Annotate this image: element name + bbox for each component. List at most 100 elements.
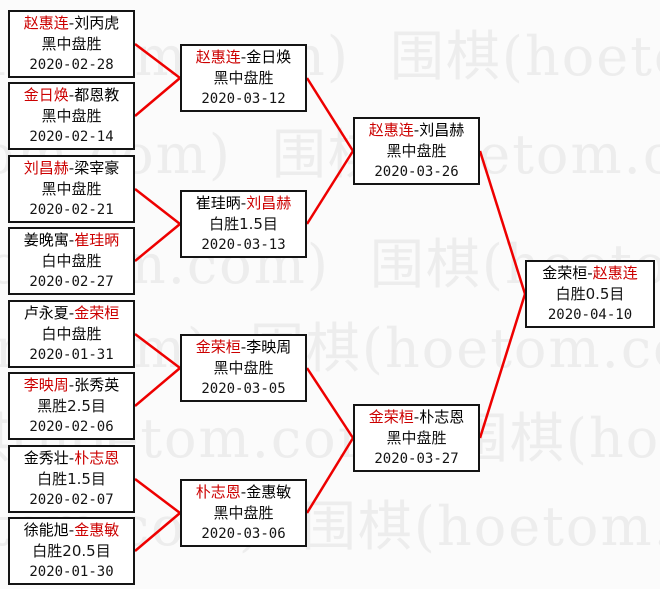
separator: - bbox=[68, 520, 75, 539]
match-box-qf-4: 朴志恩-金惠敏 黑中盘胜 2020-03-06 bbox=[180, 479, 307, 547]
match-date: 2020-03-27 bbox=[374, 450, 459, 467]
match-players: 李映周-张秀英 bbox=[24, 375, 119, 396]
match-box-sf-2: 金荣桓-朴志恩 黑中盘胜 2020-03-27 bbox=[353, 404, 480, 472]
player-name: 都恩教 bbox=[74, 85, 120, 104]
player-name: 刘昌赫 bbox=[23, 158, 69, 177]
match-box-r16-2: 金日焕-都恩教 黑中盘胜 2020-02-14 bbox=[8, 82, 135, 150]
match-date: 2020-02-07 bbox=[29, 491, 114, 508]
match-result: 黑中盘胜 bbox=[213, 68, 274, 87]
match-date: 2020-03-13 bbox=[201, 236, 286, 253]
player-name: 朴志恩 bbox=[195, 482, 241, 501]
match-result: 白胜1.5目 bbox=[37, 469, 106, 488]
match-box-sf-1: 赵惠连-刘昌赫 黑中盘胜 2020-03-26 bbox=[353, 117, 480, 185]
player-name: 朴志恩 bbox=[419, 407, 465, 426]
separator: - bbox=[68, 303, 75, 322]
match-box-r16-3: 刘昌赫-梁宰豪 黑中盘胜 2020-02-21 bbox=[8, 155, 135, 223]
match-box-r16-6: 李映周-张秀英 黑胜2.5目 2020-02-06 bbox=[8, 372, 135, 440]
connector-line bbox=[134, 333, 181, 369]
match-result: 白胜20.5目 bbox=[32, 541, 111, 560]
match-date: 2020-02-06 bbox=[29, 418, 114, 435]
match-players: 刘昌赫-梁宰豪 bbox=[24, 158, 119, 179]
match-result: 黑中盘胜 bbox=[41, 179, 102, 198]
match-date: 2020-02-28 bbox=[29, 56, 114, 73]
match-players: 卢永夏-金荣桓 bbox=[24, 303, 119, 324]
connector-line bbox=[305, 150, 355, 225]
player-name: 卢永夏 bbox=[23, 303, 69, 322]
match-date: 2020-01-31 bbox=[29, 346, 114, 363]
match-players: 徐能旭-金惠敏 bbox=[24, 520, 119, 541]
match-players: 金荣桓-李映周 bbox=[196, 337, 291, 358]
match-box-r16-1: 赵惠连-刘丙虎 黑中盘胜 2020-02-28 bbox=[8, 10, 135, 78]
match-date: 2020-03-26 bbox=[374, 163, 459, 180]
match-players: 朴志恩-金惠敏 bbox=[196, 482, 291, 503]
match-date: 2020-04-10 bbox=[547, 306, 633, 323]
connector-line bbox=[305, 437, 355, 514]
match-players: 金荣桓-朴志恩 bbox=[369, 407, 464, 428]
player-name: 崔珪昞 bbox=[74, 230, 120, 249]
connector-line bbox=[134, 512, 181, 552]
separator: - bbox=[240, 47, 247, 66]
separator: - bbox=[68, 158, 75, 177]
player-name: 金秀壮 bbox=[23, 448, 69, 467]
player-name: 张秀英 bbox=[74, 375, 120, 394]
player-name: 金荣桓 bbox=[195, 337, 241, 356]
match-date: 2020-01-30 bbox=[29, 563, 114, 580]
match-box-r16-5: 卢永夏-金荣桓 白中盘胜 2020-01-31 bbox=[8, 300, 135, 368]
connector-line bbox=[478, 293, 527, 439]
connector-line bbox=[305, 367, 355, 439]
player-name: 赵惠连 bbox=[195, 47, 241, 66]
player-name: 刘昌赫 bbox=[419, 120, 465, 139]
match-players: 姜晚寓-崔珪昞 bbox=[24, 230, 119, 251]
separator: - bbox=[68, 13, 75, 32]
player-name: 姜晚寓 bbox=[23, 230, 69, 249]
match-players: 崔珪昞-刘昌赫 bbox=[196, 193, 291, 214]
player-name: 赵惠连 bbox=[592, 263, 638, 282]
player-name: 崔珪昞 bbox=[195, 193, 241, 212]
match-box-qf-3: 金荣桓-李映周 黑中盘胜 2020-03-05 bbox=[180, 334, 307, 402]
separator: - bbox=[587, 263, 593, 282]
connector-line bbox=[134, 478, 181, 514]
match-result: 黑胜2.5目 bbox=[37, 396, 106, 415]
match-result: 白胜0.5目 bbox=[555, 284, 625, 303]
match-players: 金日焕-都恩教 bbox=[24, 85, 119, 106]
match-box-qf-1: 赵惠连-金日焕 黑中盘胜 2020-03-12 bbox=[180, 44, 307, 112]
player-name: 金荣桓 bbox=[368, 407, 414, 426]
player-name: 李映周 bbox=[23, 375, 69, 394]
match-result: 白胜1.5目 bbox=[209, 214, 278, 233]
player-name: 朴志恩 bbox=[74, 448, 120, 467]
player-name: 赵惠连 bbox=[23, 13, 69, 32]
player-name: 金惠敏 bbox=[74, 520, 120, 539]
connector-line bbox=[305, 77, 355, 152]
separator: - bbox=[240, 193, 247, 212]
separator: - bbox=[68, 375, 75, 394]
player-name: 金日焕 bbox=[246, 47, 292, 66]
player-name: 徐能旭 bbox=[23, 520, 69, 539]
match-box-r16-8: 徐能旭-金惠敏 白胜20.5目 2020-01-30 bbox=[8, 517, 135, 585]
match-date: 2020-02-21 bbox=[29, 201, 114, 218]
match-result: 黑中盘胜 bbox=[386, 141, 447, 160]
match-date: 2020-03-06 bbox=[201, 525, 286, 542]
match-result: 白中盘胜 bbox=[41, 324, 102, 343]
player-name: 梁宰豪 bbox=[74, 158, 120, 177]
connector-line bbox=[478, 150, 527, 295]
match-result: 黑中盘胜 bbox=[386, 428, 447, 447]
match-result: 黑中盘胜 bbox=[41, 34, 102, 53]
connector-line bbox=[134, 223, 181, 262]
match-date: 2020-03-05 bbox=[201, 380, 286, 397]
player-name: 金荣桓 bbox=[74, 303, 120, 322]
match-result: 黑中盘胜 bbox=[213, 503, 274, 522]
player-name: 金日焕 bbox=[23, 85, 69, 104]
match-box-r16-7: 金秀壮-朴志恩 白胜1.5目 2020-02-07 bbox=[8, 445, 135, 513]
match-date: 2020-03-12 bbox=[201, 90, 286, 107]
separator: - bbox=[413, 407, 420, 426]
separator: - bbox=[413, 120, 420, 139]
connector-line bbox=[134, 188, 181, 225]
match-box-final: 金荣桓-赵惠连 白胜0.5目 2020-04-10 bbox=[525, 260, 655, 328]
connector-line bbox=[134, 43, 181, 79]
match-players: 金荣桓-赵惠连 bbox=[542, 263, 637, 284]
separator: - bbox=[68, 85, 75, 104]
separator: - bbox=[240, 337, 247, 356]
separator: - bbox=[68, 230, 75, 249]
connector-line bbox=[134, 367, 181, 407]
